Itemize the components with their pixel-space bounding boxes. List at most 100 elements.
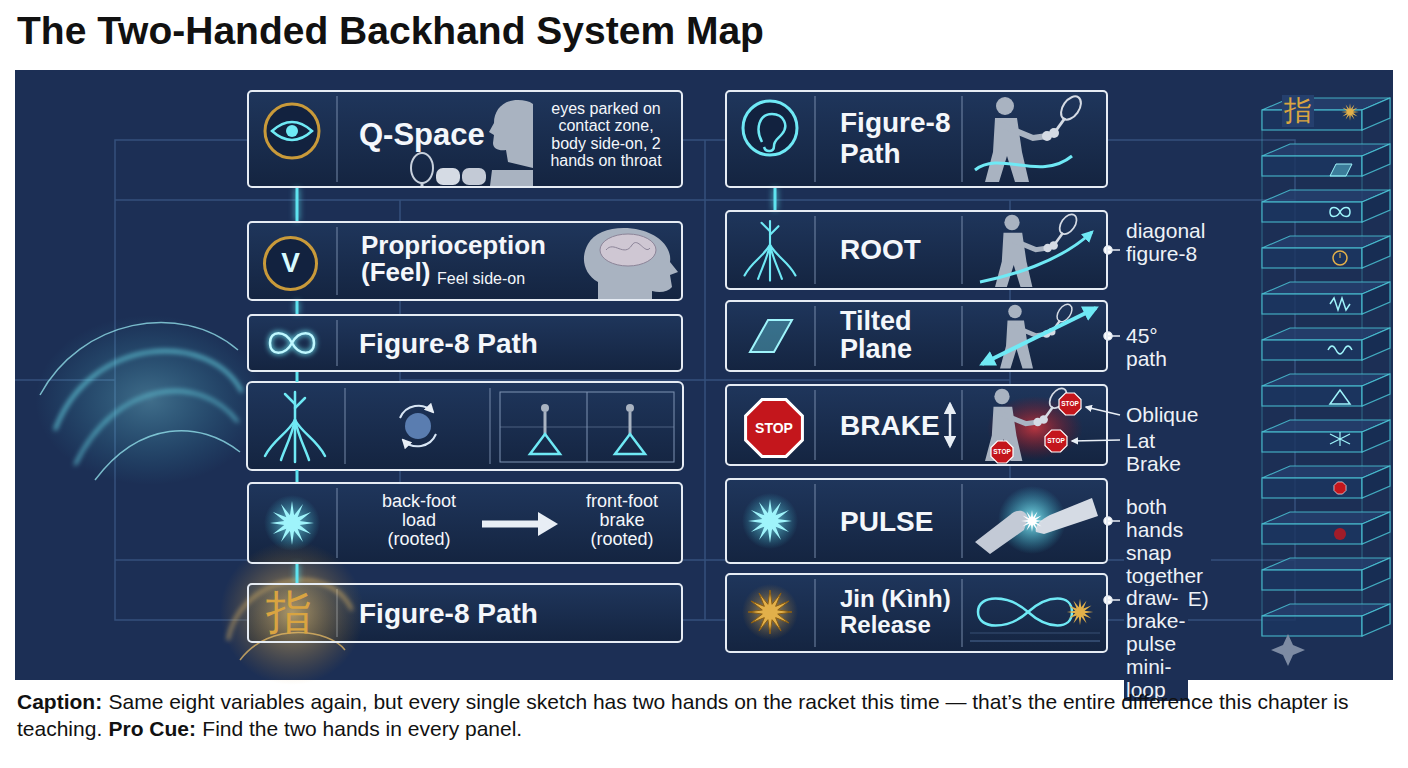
node-heading: Jin (Kình) Release [840,586,990,639]
rotation-icon [400,406,436,447]
node-text: eyes parked on contact zone, body side-o… [541,100,671,169]
node-text: Figure-8 Path [359,598,538,630]
rotation-icon-part [400,406,433,418]
box-grounds [247,90,1108,653]
caption: Caption:Same eight variables again, but … [17,688,1395,743]
loop-sketch-part [978,599,1072,626]
starburst-icon [264,493,798,640]
roots-icon [265,221,796,462]
layer-stack-part [1334,528,1346,540]
variable-box: Tilted Plane [725,300,1108,372]
player-sketch [975,93,1096,369]
brain-sketch [584,228,678,299]
starburst-icon-part [742,584,798,640]
node-heading: back-foot load (rooted) [369,492,469,549]
cue-lead: Pro Cue: [109,717,197,740]
connector [296,301,299,314]
brain-sketch-part [606,243,650,250]
layer-stack-part [1262,466,1390,498]
hands-sketch-part [1021,510,1043,532]
box-grounds-part [725,300,1108,372]
icon-circle: V [263,236,318,291]
load-arrow-part [482,521,540,528]
layer-stack-part [1334,482,1346,494]
starburst-icon-part [748,590,792,634]
box-grounds-part [725,478,1108,564]
variable-box: Proprioception (Feel)Feel side-onV [247,221,683,301]
layer-stack-part [1330,432,1350,446]
layer-stack-part [1328,346,1352,354]
box-grounds-part [725,90,1108,188]
stop-sign: STOP [745,399,803,457]
variable-box: back-foot load (rooted) front-foot brake … [247,482,683,564]
chain-links-part [296,470,299,482]
energy-swirl [35,315,265,485]
variable-box: ROOT [725,210,1108,290]
cell-dividers-part [814,579,816,647]
variable-box: Q-Spaceeyes parked on contact zone, body… [247,90,683,188]
node-heading: ROOT [840,234,921,266]
leader-lines-part [1108,520,1120,522]
variable-box: 指 Figure-8 Path [247,583,683,643]
node-heading: Figure-8 Path [840,108,980,170]
ear-icon-part [743,101,797,155]
energy-swirl-part [35,315,265,485]
brake-sketch-part [1072,440,1120,441]
layer-stack-part [1262,558,1390,590]
cell-dividers-part [336,227,338,295]
node-heading: STOP [745,399,803,457]
brake-sketch-part [949,404,952,446]
variable-box: Jin (Kình) Release [725,573,1108,653]
node-heading: 指 [266,586,312,639]
leader-lines-part [1108,335,1120,337]
layer-stack-part [1333,251,1347,265]
starburst-icon-part [742,493,798,549]
rotation-icon-part [403,434,436,446]
infinity-icon [270,333,314,353]
head-sketch-part [490,170,533,186]
cell-dividers-part [814,390,816,460]
chain-links-part [296,372,299,382]
layer-stack-part [1262,110,1263,636]
starburst-icon-part [748,499,792,543]
eye-icon [265,104,319,158]
layer-stack-part [1262,282,1390,314]
player-sketch-part [980,232,1092,282]
leader-lines-part [1108,249,1120,251]
connector [296,564,299,583]
brake-sketch-part [1045,430,1067,452]
court-sketch-part [530,434,560,454]
head-sketch-part [489,100,533,168]
node-heading: Tilted Plane [840,307,955,364]
infinity-icon-part [270,333,314,353]
node-text: front-foot brake (rooted) [567,492,677,549]
court-sketch [500,392,674,462]
node-text: Feel side-on [437,270,525,288]
ear-icon-part [759,114,786,151]
court-sketch-part [500,427,674,428]
stop-sign-text: STOP [991,447,1013,457]
load-arrow [482,512,558,536]
court-lines-part [115,140,1295,620]
layer-stack-part [1262,374,1390,406]
cell-dividers-part [344,388,346,464]
box-grounds-part [725,210,1108,290]
energy-swirl-part [40,322,238,395]
leader-lines-part [1108,599,1120,601]
stop-octagon [746,400,803,457]
layer-stack-part [1262,190,1390,222]
cell-dividers-part [961,216,963,284]
layer-stack-part [1262,144,1390,176]
cell-dividers-part [961,484,963,558]
cell-dividers-part [814,306,816,366]
brake-sketch-part [1059,393,1081,415]
variable-box: Figure-8 Path [725,90,1108,188]
energy-swirl-part [55,351,242,430]
loop-sketch-part [970,641,1100,642]
layer-stack-part [1390,98,1391,624]
cell-dividers-part [814,96,816,182]
eye-icon-part [272,122,312,140]
loop-sketch-part [970,633,1100,634]
cell-dividers-part [961,306,963,366]
energy-swirl-part [95,431,240,480]
